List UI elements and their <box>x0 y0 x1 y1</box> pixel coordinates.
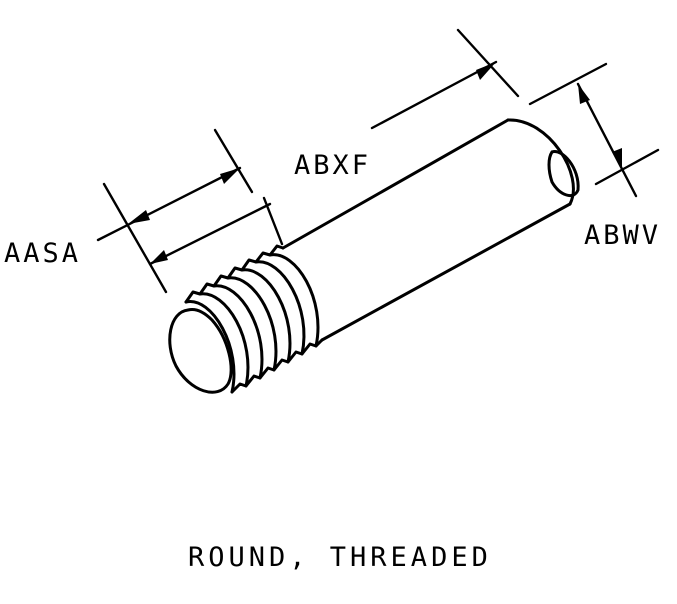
dimension-line <box>148 202 272 266</box>
dimension-aasa: AASA <box>4 128 284 294</box>
caption: ROUND, THREADED <box>188 542 492 573</box>
arrowhead <box>578 84 590 104</box>
extension-line <box>456 28 520 98</box>
arrowhead <box>128 210 150 224</box>
threaded-end <box>168 244 324 394</box>
arrowhead <box>150 250 168 264</box>
dimension-line <box>576 82 638 198</box>
dimension-line <box>96 166 242 242</box>
label-abxf: ABXF <box>294 150 371 181</box>
extension-line <box>213 128 254 194</box>
rod-body <box>281 118 580 342</box>
arrowhead <box>476 62 496 80</box>
dimension-abxf: ABXF <box>294 28 520 181</box>
dimension-abwv: ABWV <box>528 62 661 251</box>
extension-line <box>594 148 660 186</box>
extension-line <box>528 62 608 106</box>
arrowhead <box>612 148 622 170</box>
arrowhead <box>220 168 240 184</box>
label-abwv: ABWV <box>584 220 661 251</box>
label-aasa: AASA <box>4 238 81 269</box>
dimension-line <box>370 60 498 130</box>
extension-line <box>102 182 168 294</box>
